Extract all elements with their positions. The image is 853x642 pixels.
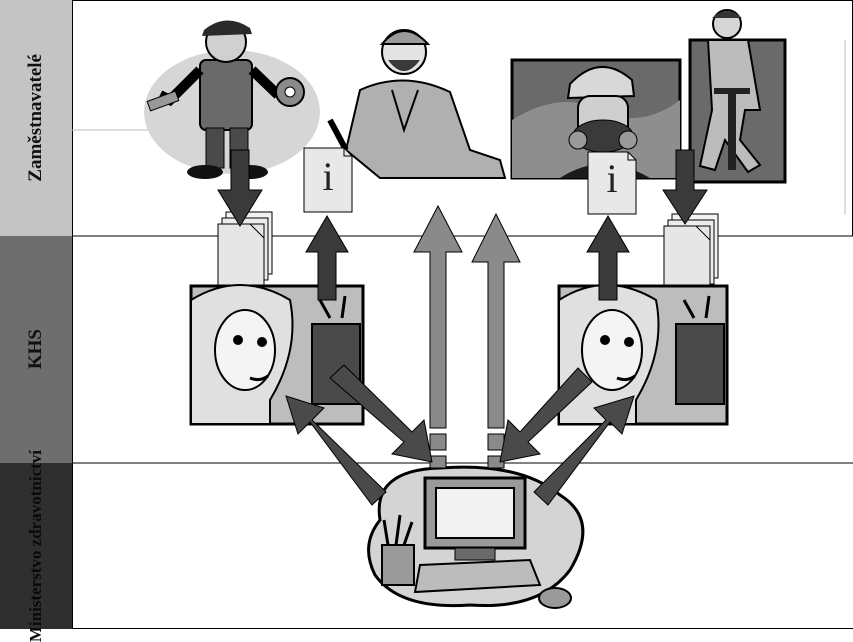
- khs-officer-left: [189, 284, 365, 426]
- arrow-info-up-right: [586, 215, 630, 301]
- info-document-1: i: [303, 147, 353, 213]
- arrow-ministry-up-left: [413, 204, 463, 469]
- arrow-ministry-up-right: [471, 212, 521, 469]
- arrow-info-up-left: [305, 215, 349, 301]
- ministry-computer-illustration: [367, 465, 585, 609]
- workflow-diagram: i i: [72, 0, 853, 629]
- info-document-2: i: [587, 151, 637, 215]
- worker-illustration: [327, 29, 507, 179]
- arrow-ministry-to-khs-right: [533, 395, 635, 506]
- lane-label-ministry: Ministerstvo zdravotnictví: [0, 450, 72, 642]
- khs-officer-right: [557, 284, 729, 426]
- arrow-khs-to-ministry-left: [329, 364, 433, 463]
- lane-label-employers: Zaměstnavatelé: [0, 0, 72, 236]
- document-stack-2: [663, 213, 719, 291]
- arrow-report-down-left: [217, 149, 263, 227]
- jackhammer-worker-illustration: [688, 9, 787, 184]
- arrow-khs-to-ministry-right: [499, 367, 593, 463]
- lane-label-khs: KHS: [0, 236, 72, 463]
- respirator-worker-illustration: [510, 58, 682, 180]
- arrow-ministry-to-khs-left: [285, 395, 387, 506]
- info-symbol-1: i: [322, 154, 333, 199]
- info-symbol-2: i: [606, 156, 617, 201]
- arrow-report-down-right: [662, 149, 708, 225]
- document-stack-1: [217, 211, 273, 287]
